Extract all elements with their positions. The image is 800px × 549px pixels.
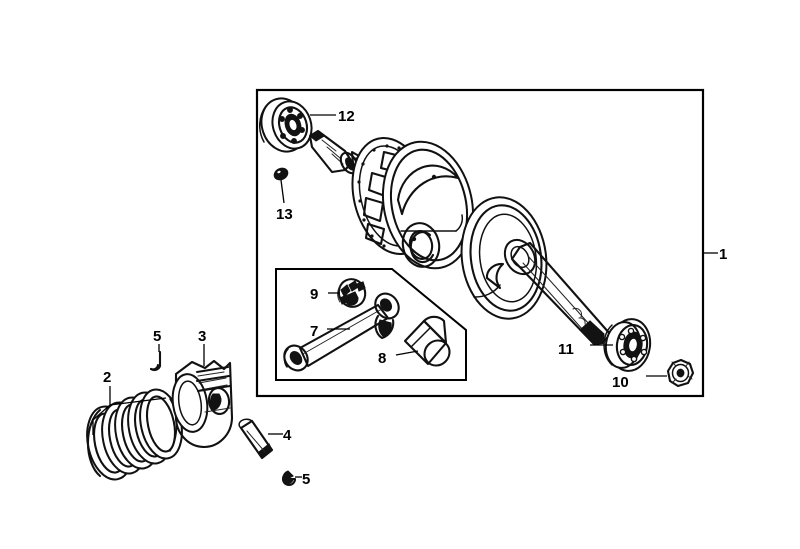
callout-5-piston-pin-clip-upper: 5 — [153, 328, 161, 345]
part-crank-web-right — [460, 196, 548, 320]
callout-5-piston-pin-clip-lower: 5 — [302, 471, 310, 488]
part-crank-web-left — [351, 137, 475, 270]
callout-9-connecting-rod-bearing: 9 — [310, 286, 318, 303]
callout-11-crankshaft-bearing-right: 11 — [558, 341, 574, 358]
callout-1-crankshaft-assembly: 1 — [719, 246, 727, 263]
callout-10-lock-washer: 10 — [612, 374, 629, 391]
callout-7-connecting-rod: 7 — [310, 323, 318, 340]
part-rod-bearing — [337, 278, 367, 308]
part-lock-washer — [666, 358, 695, 388]
part-bearing-left — [259, 97, 313, 153]
part-bearing-right — [603, 318, 652, 372]
part-clip-upper — [149, 350, 162, 372]
part-piston — [171, 359, 234, 449]
connecting-rod-inset-frame — [275, 268, 467, 381]
part-piston-ring-set — [86, 386, 183, 481]
part-clip-lower — [281, 470, 297, 487]
callout-12-crankshaft-bearing-left: 12 — [338, 108, 355, 125]
callout-4-piston-pin: 4 — [283, 427, 292, 444]
part-crank-pin — [403, 315, 451, 367]
part-connecting-rod — [283, 292, 400, 372]
callout-3-piston: 3 — [198, 328, 206, 345]
part-crank-taper-shaft-right — [510, 241, 612, 346]
leader-8 — [395, 350, 419, 356]
callout-13-woodruff-key: 13 — [276, 206, 293, 223]
leader-13 — [280, 179, 285, 204]
callout-8-crank-pin: 8 — [378, 350, 386, 367]
part-woodruff-key — [273, 167, 289, 181]
part-piston-pin — [238, 418, 274, 460]
callout-2-piston-ring-set: 2 — [103, 369, 111, 386]
main-assembly-frame — [255, 88, 705, 398]
